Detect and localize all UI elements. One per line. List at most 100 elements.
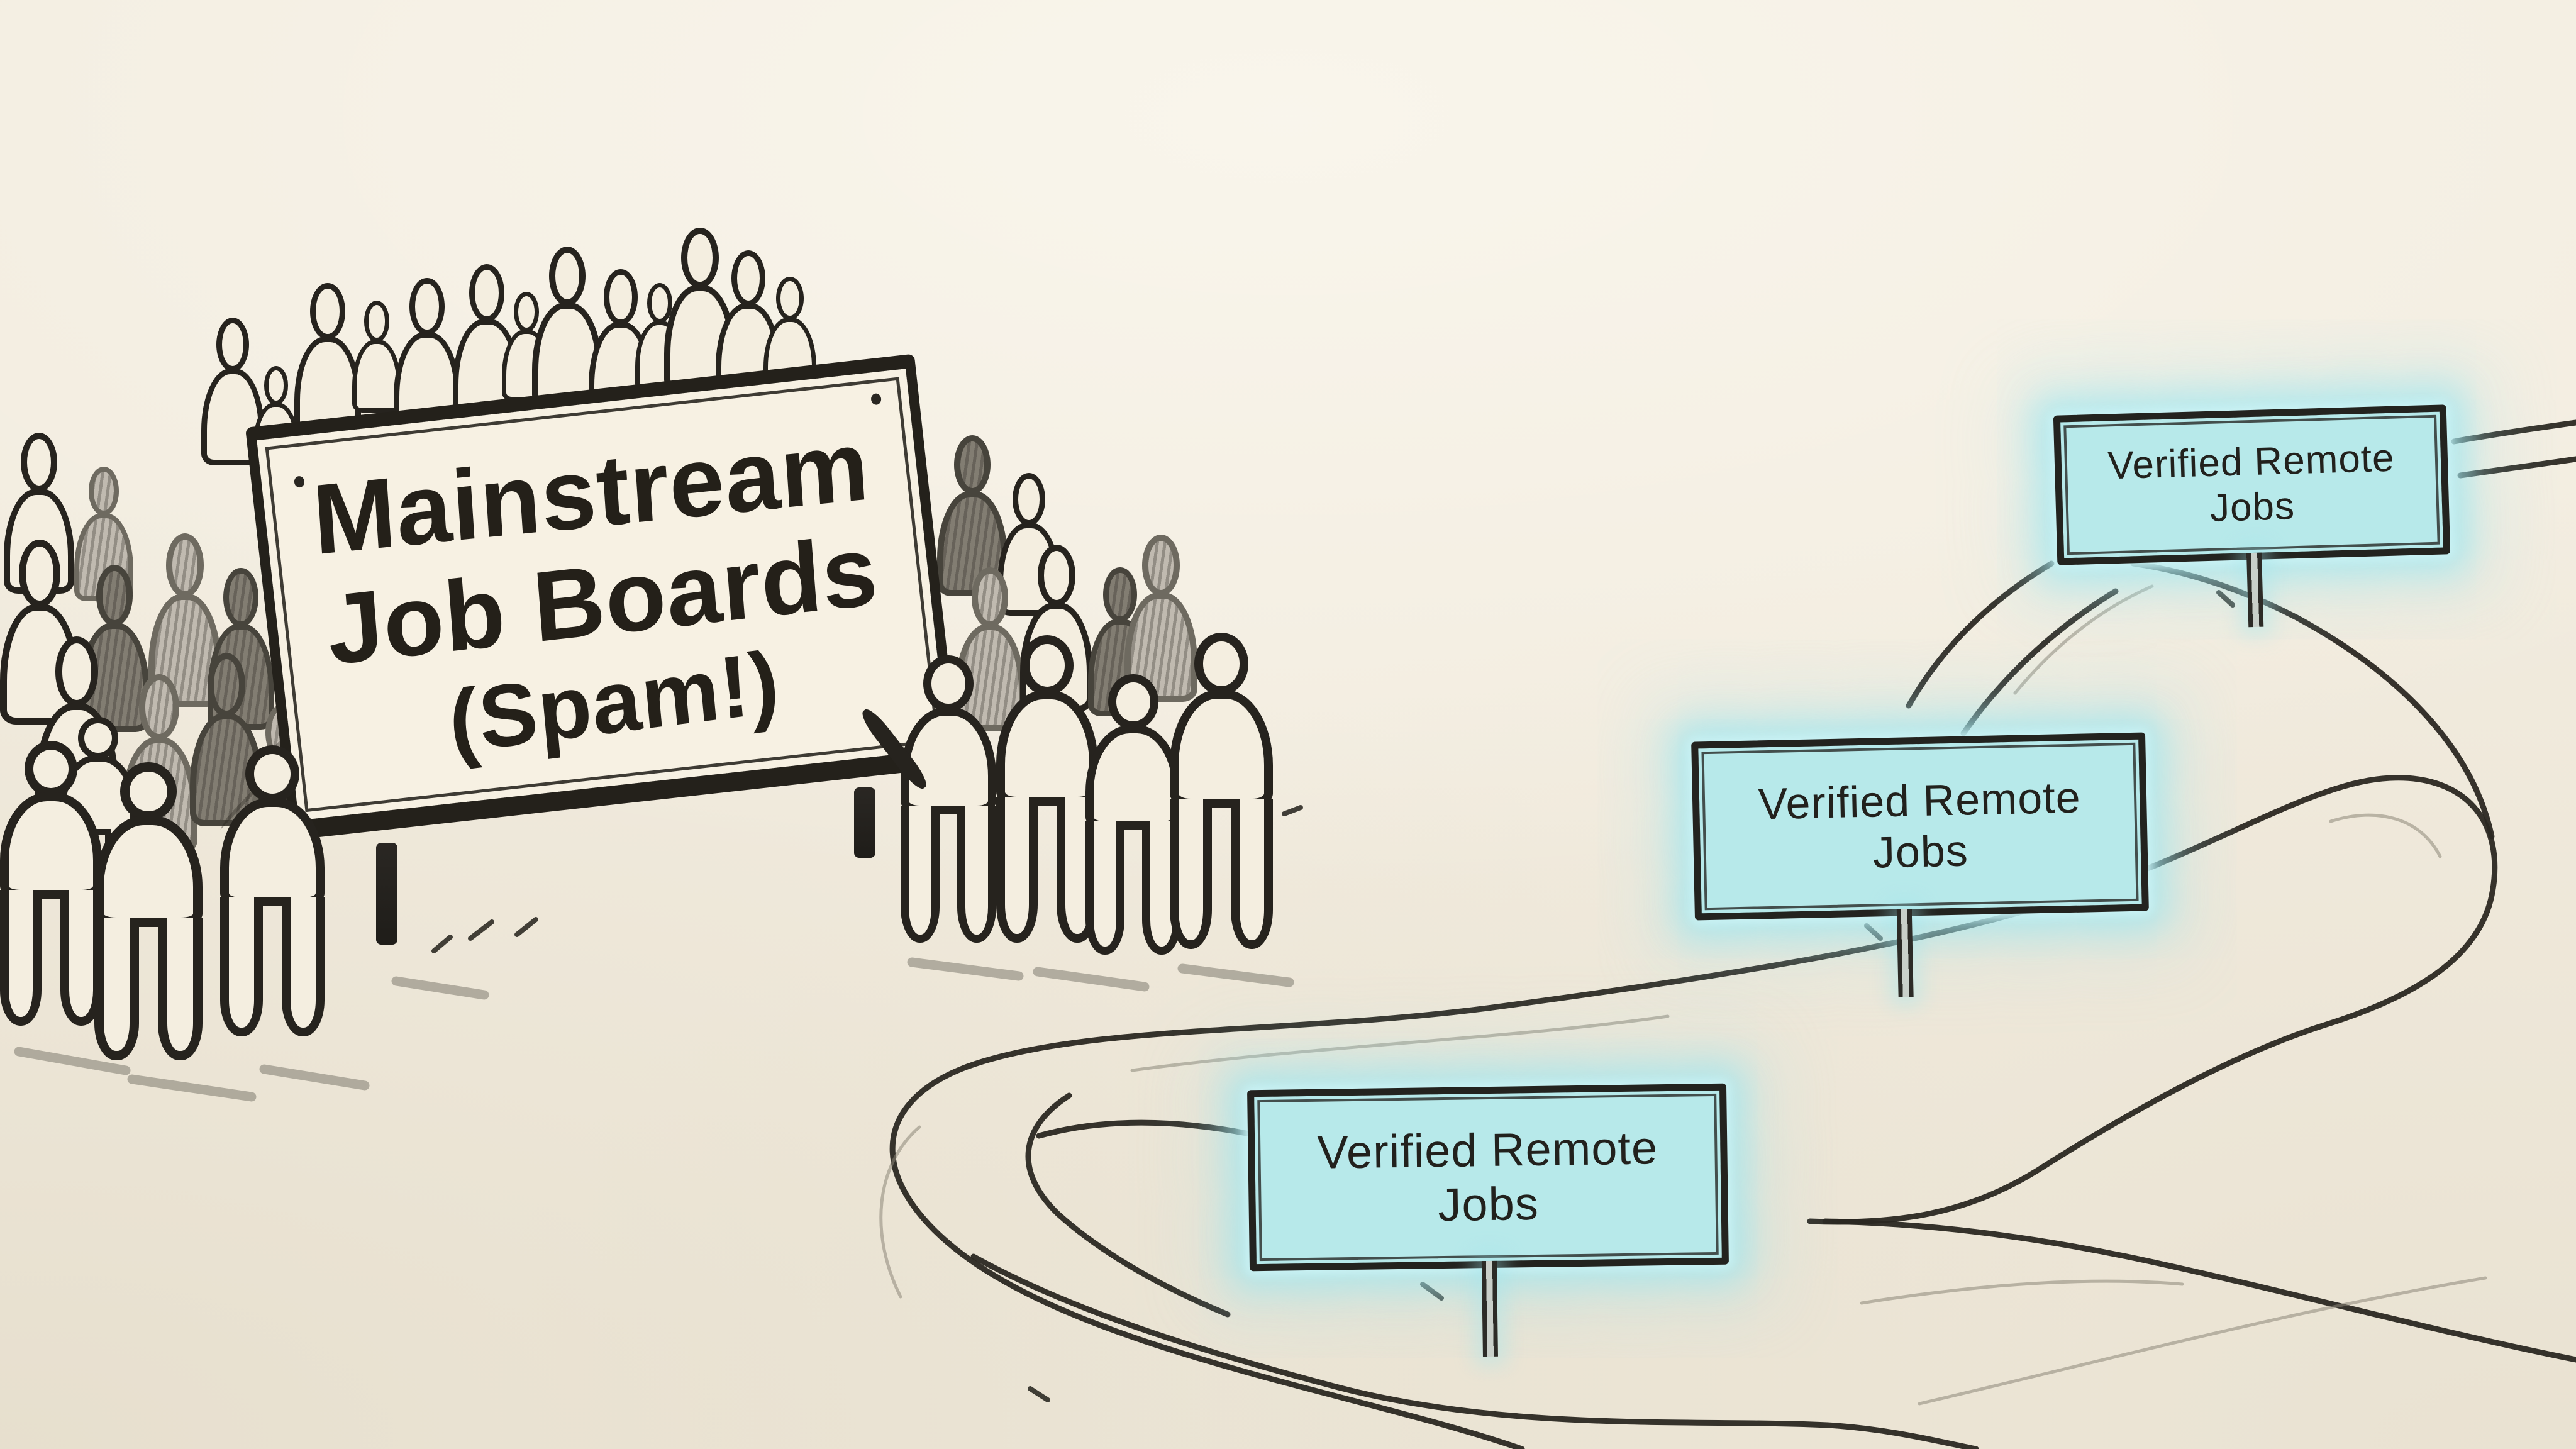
person-head [264, 366, 289, 405]
person-head [1103, 567, 1137, 623]
person-head [310, 283, 345, 340]
ground-shadow [907, 957, 1024, 981]
sign-line-1: Verified Remote [1757, 772, 2082, 829]
road-edge [1906, 560, 2055, 709]
sign-post [1896, 909, 1914, 997]
sign-line-1: Verified Remote [2107, 436, 2396, 488]
grass-dash [468, 919, 494, 941]
road-edge [970, 1253, 1979, 1449]
person-head [78, 717, 118, 759]
sign-line-2: Jobs [2209, 484, 2296, 530]
pencil-stroke [1860, 1279, 2184, 1305]
person-head [223, 568, 258, 628]
billboard-panel: Mainstream Job Boards (Spam!) [245, 353, 960, 841]
person-figure [94, 762, 203, 1072]
road-edge [2457, 456, 2576, 479]
road-edge [2130, 560, 2495, 840]
person-body [0, 792, 102, 899]
person-head [216, 318, 249, 372]
person-head [20, 433, 58, 492]
road-edge [2451, 419, 2576, 445]
person-figure [858, 655, 996, 952]
person-head [548, 247, 586, 306]
person-head [469, 264, 505, 323]
person-head [55, 636, 99, 708]
road-edge [1960, 588, 2119, 736]
person-head [1037, 545, 1076, 606]
person-figure [220, 745, 325, 1047]
person-figure [0, 741, 102, 1036]
person-head [1020, 635, 1074, 696]
ground-shadow [1177, 963, 1294, 987]
person-body [901, 707, 996, 814]
person-legs [1170, 799, 1273, 950]
person-legs [94, 918, 203, 1060]
person-head [731, 250, 766, 307]
grass-dash [431, 935, 453, 953]
person-head [647, 283, 673, 324]
person-legs [901, 806, 996, 943]
ground-shadow [391, 976, 489, 1000]
pencil-stroke [1130, 1014, 1670, 1072]
grass-dash [2216, 590, 2235, 608]
pencil-stroke [1918, 1276, 2487, 1406]
road-edge [1025, 1092, 1231, 1318]
sign-line-2: Jobs [1437, 1177, 1540, 1231]
person-legs [0, 889, 102, 1026]
pencil-stroke [2013, 584, 2154, 695]
person-head [165, 533, 204, 597]
grass-dash [1028, 1386, 1050, 1402]
person-head [19, 540, 60, 608]
person-head [953, 435, 991, 495]
person-head [1194, 633, 1248, 695]
person-body [1170, 690, 1273, 808]
person-body [220, 797, 325, 907]
person-figure [352, 301, 401, 415]
billboard-leg [854, 787, 875, 858]
ground-shadow [127, 1074, 257, 1102]
grass-dash [1420, 1282, 1444, 1301]
sign-line-1: Verified Remote [1317, 1121, 1658, 1179]
billboard-leg [376, 843, 397, 945]
road-edge [1822, 1218, 2576, 1363]
person-body [94, 816, 203, 928]
verified-remote-jobs-sign: Verified Remote Jobs [1247, 1083, 1729, 1357]
person-head [923, 655, 974, 712]
sign-post [1481, 1260, 1498, 1357]
ground-shadow [259, 1064, 370, 1091]
person-body [1085, 724, 1181, 830]
person-head [96, 565, 133, 626]
person-head [409, 278, 445, 335]
grass-dash [1864, 923, 1883, 941]
person-head [364, 301, 390, 342]
person-head [1141, 535, 1180, 596]
person-legs [1085, 821, 1181, 955]
person-head [1108, 674, 1158, 730]
person-legs [996, 796, 1098, 943]
person-head [139, 674, 179, 741]
person-head [776, 277, 804, 321]
verified-remote-jobs-sign: Verified Remote Jobs [2053, 404, 2451, 628]
person-body [996, 691, 1098, 806]
person-figure [1085, 674, 1181, 965]
person-head [971, 567, 1009, 628]
road-edge [1036, 1119, 1250, 1139]
grass-dash [514, 917, 538, 937]
person-head [1013, 473, 1045, 526]
pencil-stroke [879, 1125, 921, 1299]
ground-shadow [1033, 967, 1150, 992]
person-figure [1170, 633, 1273, 960]
person-head [681, 228, 719, 289]
ground-shadow [14, 1046, 131, 1075]
person-head [604, 269, 638, 325]
billboard: Mainstream Job Boards (Spam!) [245, 353, 960, 841]
person-legs [220, 897, 325, 1037]
person-head [88, 467, 119, 516]
person-figure [190, 653, 263, 830]
person-figure [996, 635, 1098, 953]
grass-dash [1282, 805, 1303, 816]
sign-line-2: Jobs [1872, 826, 1969, 877]
person-head [207, 653, 246, 717]
